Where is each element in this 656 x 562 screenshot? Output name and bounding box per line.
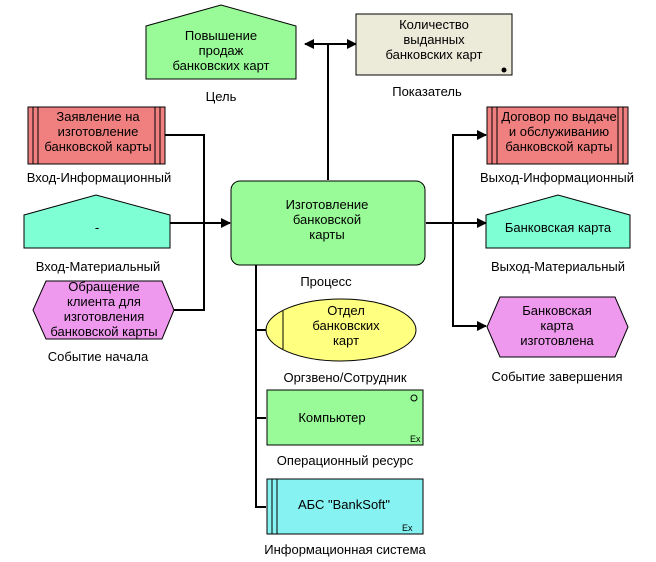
goal-line: банковских карт [172,58,269,73]
output-material-node[interactable]: Банковская карта Выход-Материальный [485,194,631,274]
org-unit-line: Отдел [327,303,365,318]
goal-line: продаж [199,43,244,58]
input-material-node[interactable]: - Вход-Материальный [23,194,171,274]
goal-line: Повышение [185,28,257,43]
indicator-line: банковских карт [385,47,482,62]
output-info-line: Договор по выдаче [501,109,616,124]
info-system-shape [266,478,424,535]
connector-input-info-to-process [165,134,231,228]
output-material-text: Банковская карта [505,220,612,235]
input-info-caption: Вход-Информационный [27,170,172,185]
process-line: банковской [293,212,361,227]
resource-node[interactable]: Компьютер Ex Операционный ресурс [266,389,424,468]
resource-line: Компьютер [298,410,365,425]
resource-shape [266,389,424,446]
connector-process-to-end-event [452,223,487,331]
connector-process-to-system [255,418,266,508]
goal-caption: Цель [206,89,237,104]
process-line: карты [309,227,344,242]
process-caption: Процесс [300,274,352,289]
org-unit-line: карт [333,333,359,348]
org-unit-line: банковских [312,318,380,333]
connectors [165,39,487,508]
input-info-line: Заявление на [56,109,140,124]
connector-process-to-org [255,265,266,331]
resource-corner-mark: Ex [410,434,421,444]
start-event-line: Обращение [68,279,139,294]
end-event-shape [486,296,629,358]
start-event-caption: Событие начала [48,349,149,364]
start-event-line: клиента для [67,294,141,309]
input-info-line: банковской карты [44,139,151,154]
input-material-text: - [95,220,99,235]
input-material-line: - [95,220,99,235]
output-info-shape [486,106,629,165]
start-event-line: изготовления [64,309,145,324]
resource-text: Компьютер [298,410,365,425]
start-event-line: банковской карты [50,324,157,339]
start-event-shape [32,280,175,340]
output-material-shape [485,194,631,249]
output-material-caption: Выход-Материальный [491,259,625,274]
info-system-caption: Информационная система [264,542,426,557]
indicator-caption: Показатель [392,84,462,99]
org-unit-caption: Оргзвено/Сотрудник [283,370,406,385]
resource-caption: Операционный ресурс [277,453,414,468]
output-info-line: банковской карты [505,139,612,154]
info-system-corner-mark: Ex [402,523,413,533]
connector-process-to-output-info [426,130,487,224]
end-event-line: изготовлена [520,333,594,348]
info-system-text: АБС "BankSoft" [298,497,390,512]
output-material-line: Банковская карта [505,220,612,235]
indicator-shape [355,13,513,76]
input-info-shape [27,106,166,165]
resource-marker-icon [410,394,418,402]
connector-start-event-to-process [174,223,205,311]
end-event-line: Банковская [522,303,592,318]
connector-process-to-resource [255,330,266,419]
process-line: Изготовление [286,197,369,212]
info-system-line: АБС "BankSoft" [298,497,390,512]
indicator-line: Количество [399,17,469,32]
input-material-caption: Вход-Материальный [36,259,161,274]
indicator-dot [501,67,507,73]
process-shape [230,180,426,266]
connector-process-to-goal [304,39,329,180]
end-event-caption: Событие завершения [491,369,622,384]
goal-shape [145,4,297,80]
output-info-line: и обслуживанию [509,124,610,139]
input-material-shape [23,194,171,249]
input-info-line: изготовление [58,124,139,139]
indicator-line: выданных [403,32,465,47]
info-system-node[interactable]: АБС "BankSoft" Ex Информационная система [264,478,427,557]
end-event-line: карта [540,318,574,333]
output-info-caption: Выход-Информационный [480,170,634,185]
org-unit-shape [265,298,417,362]
